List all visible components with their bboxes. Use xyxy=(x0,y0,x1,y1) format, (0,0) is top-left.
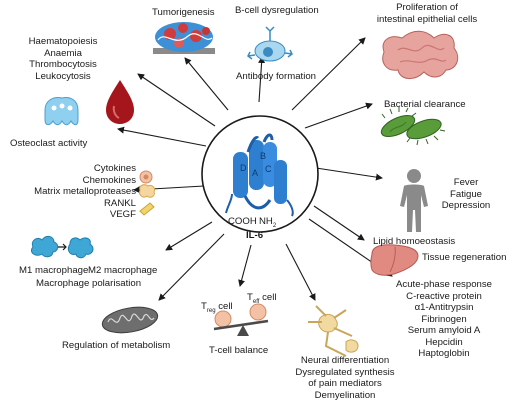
label-m2-macrophage: M2 macrophage xyxy=(88,265,158,276)
helix-label-b: B xyxy=(260,151,267,161)
arrows xyxy=(117,37,393,301)
arrow-bacterial xyxy=(304,102,373,129)
label-tumorigenesis: Tumorigenesis xyxy=(152,7,215,18)
tumour-icon xyxy=(153,22,215,54)
label-bacterial-clearance: Bacterial clearance xyxy=(384,99,466,110)
osteoclast-icon xyxy=(44,97,79,126)
label-macrophage-polarisation: Macrophage polarisation xyxy=(36,278,142,289)
label-lipid-homoeostasis: Lipid homoeostasis xyxy=(373,236,456,247)
intestine-icon xyxy=(382,30,459,79)
arrow-proliferation xyxy=(291,37,366,111)
arrow-neural xyxy=(285,243,316,301)
human-figure-icon xyxy=(400,169,428,232)
label-m1-macrophage: M1 macrophage xyxy=(19,265,89,276)
arrow-osteoclast xyxy=(117,126,207,147)
helix-label-a: A xyxy=(252,168,259,178)
arrow-haematology xyxy=(137,73,216,127)
macrophage-icon xyxy=(30,235,94,259)
label-treg-cell: Treg cell xyxy=(201,301,233,314)
label-teff-cell: Teff cell xyxy=(247,292,277,305)
arrow-metabolism xyxy=(158,233,225,301)
arrow-lipid xyxy=(313,205,365,241)
helix-label-d: D xyxy=(240,163,247,173)
arrow-macrophage xyxy=(165,221,213,251)
blood-drop-icon xyxy=(106,80,134,124)
il6-label: IL-6 xyxy=(246,230,264,241)
label-antibody-formation: Antibody formation xyxy=(236,71,316,82)
arrow-systemic xyxy=(315,167,383,181)
mitochondrion-icon xyxy=(101,306,159,334)
arrow-tcell xyxy=(238,244,252,287)
nh2-label: NH2 xyxy=(259,216,277,229)
arrow-tumorigenesis xyxy=(184,57,229,111)
cooh-label: COOH xyxy=(228,216,257,227)
b-cell-icon xyxy=(247,26,293,62)
label-bcell-dysregulation: B-cell dysregulation xyxy=(235,5,319,16)
balance-scale-icon xyxy=(213,303,269,336)
label-tissue-regeneration: Tissue regeneration xyxy=(422,252,507,263)
label-osteoclast-activity: Osteoclast activity xyxy=(10,138,88,149)
cell-mediator-icons xyxy=(139,170,155,216)
liver-icon xyxy=(370,244,419,276)
label-regulation-metabolism: Regulation of metabolism xyxy=(62,340,171,351)
label-tcell-balance: T-cell balance xyxy=(209,345,269,356)
arrow-bcell xyxy=(258,56,266,103)
neuron-icon xyxy=(308,305,359,357)
il6-helix-icon xyxy=(225,133,294,217)
helix-label-c: C xyxy=(265,164,272,174)
bacteria-icon xyxy=(380,107,446,146)
